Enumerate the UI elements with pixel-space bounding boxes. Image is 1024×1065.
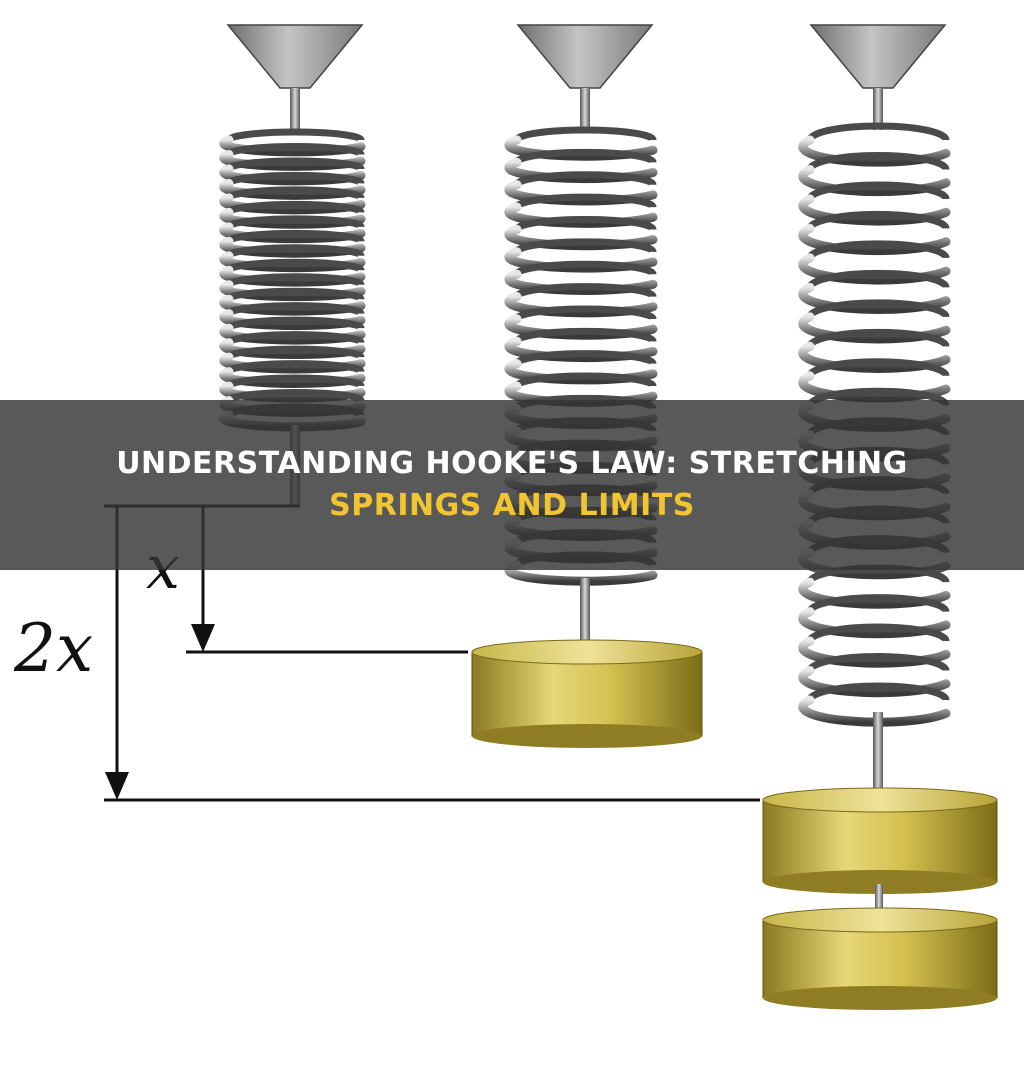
coil-back: [513, 350, 657, 366]
coil-back: [806, 151, 950, 171]
hook-rod-3-bottom: [873, 712, 883, 800]
mount-1: [226, 24, 364, 89]
hook-rod-3-link: [875, 884, 883, 920]
mount-2: [516, 24, 654, 89]
spring-1-unloaded: [219, 24, 366, 505]
coil-back: [225, 374, 365, 388]
coil-back: [806, 122, 950, 141]
mount-3: [809, 24, 947, 89]
coil-back: [806, 653, 950, 672]
coil-back: [513, 238, 657, 254]
coil-back: [806, 594, 950, 613]
coil-back: [806, 181, 950, 200]
coil-back: [225, 345, 365, 360]
coil-back: [225, 157, 365, 171]
coil-back: [806, 240, 950, 259]
coils-1: [219, 128, 366, 432]
weight-2b: [762, 907, 998, 1010]
coil-back: [225, 302, 365, 316]
coil-back: [225, 360, 365, 374]
arrow-x-head: [191, 624, 215, 652]
coil-back: [225, 200, 365, 215]
coil-back: [513, 260, 657, 276]
coil-back: [806, 269, 950, 289]
coil-back: [806, 387, 950, 407]
coil-back: [513, 126, 657, 142]
arrow-2x-head: [105, 772, 129, 800]
coil-back: [513, 305, 657, 321]
coil-back: [225, 287, 365, 302]
coil-back: [225, 389, 365, 403]
coil-back: [806, 682, 950, 701]
coil-back: [806, 623, 950, 642]
coil-back: [806, 299, 950, 318]
weight-1: [471, 639, 703, 748]
coil-back: [225, 244, 365, 258]
coil-back: [513, 327, 657, 343]
coil-back: [513, 372, 657, 388]
coil-back: [225, 186, 365, 200]
coil-back: [225, 316, 365, 331]
coil-back: [513, 215, 657, 231]
hook-rod-3-top: [873, 88, 883, 130]
coil-back: [225, 128, 365, 142]
coil-back: [806, 210, 950, 230]
coil-back: [225, 273, 365, 287]
title-line-2: SPRINGS AND LIMITS: [329, 488, 695, 523]
coil-back: [225, 142, 365, 157]
coil-back: [225, 258, 365, 273]
coil-back: [513, 283, 657, 299]
coil-back: [806, 328, 950, 348]
coil-back: [225, 229, 365, 244]
weight-2a: [762, 787, 998, 894]
hook-rod-2-top: [580, 88, 590, 130]
coil-back: [225, 215, 365, 229]
coil-front: [798, 695, 951, 727]
coil-back: [225, 331, 365, 345]
coil-back: [513, 148, 657, 164]
spring-2-one-weight: [471, 24, 703, 748]
coil-back: [806, 358, 950, 377]
title-line-1: UNDERSTANDING HOOKE'S LAW: STRETCHING: [116, 446, 908, 481]
title-banner: UNDERSTANDING HOOKE'S LAW: STRETCHING SP…: [0, 400, 1024, 570]
coil-back: [513, 171, 657, 187]
label-2x: 2x: [14, 610, 94, 687]
hook-rod-2-bottom: [580, 578, 590, 652]
hook-rod-1-top: [290, 88, 300, 130]
coil-back: [513, 193, 657, 209]
coil-back: [225, 171, 365, 186]
